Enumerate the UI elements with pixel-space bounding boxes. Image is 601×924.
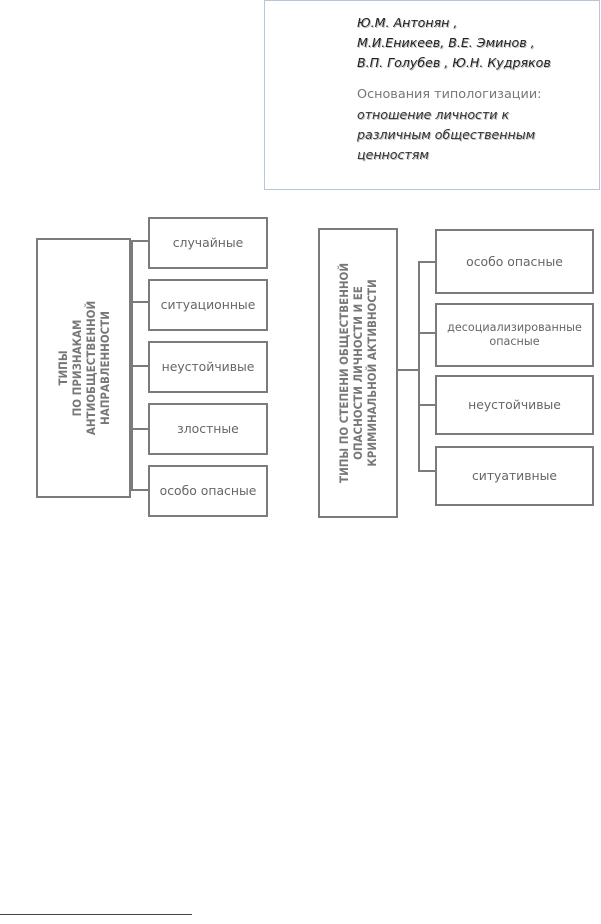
author-line-3: В.П. Голубев , Ю.Н. Кудряков <box>357 55 551 70</box>
left-connector-2 <box>131 301 148 303</box>
right-type-label: ситуативные <box>471 468 558 483</box>
left-type-label: случайные <box>172 235 244 250</box>
basis-label: Основания типологизации: <box>357 87 542 102</box>
left-category-title: ТИПЫ ПО ПРИЗНАКАМ АНТИОБЩЕСТВЕННОЙ НАПРА… <box>55 300 112 436</box>
right-connector-3 <box>418 404 435 406</box>
left-type-box: злостные <box>148 403 268 455</box>
right-type-label: особо опасные <box>466 253 563 269</box>
left-type-label: особо опасные <box>159 483 257 498</box>
left-type-label: неустойчивые <box>161 359 255 374</box>
left-type-box: случайные <box>148 217 268 269</box>
left-connector-1 <box>131 240 148 242</box>
right-type-label: неустойчивые <box>468 397 561 412</box>
right-connector-2 <box>418 332 435 334</box>
basis-line-1: отношение личности к <box>357 107 510 122</box>
right-connector-stub <box>398 369 418 371</box>
left-type-box: неустойчивые <box>148 341 268 393</box>
left-connector-3 <box>131 365 148 367</box>
left-type-label: ситуационные <box>160 297 256 312</box>
right-connector-trunk <box>418 261 420 472</box>
right-type-box: ситуативные <box>435 446 594 506</box>
right-type-box: неустойчивые <box>435 375 594 435</box>
basis-line-3: ценностям <box>357 147 429 162</box>
author-line-2: М.И.Еникеев, В.Е. Эминов , <box>357 35 535 50</box>
right-category-box: ТИПЫ ПО СТЕПЕНИ ОБЩЕСТВЕННОЙ ОПАСНОСТИ Л… <box>318 228 398 518</box>
left-type-box: особо опасные <box>148 465 268 517</box>
right-connector-4 <box>418 470 435 472</box>
right-category-title: ТИПЫ ПО СТЕПЕНИ ОБЩЕСТВЕННОЙ ОПАСНОСТИ Л… <box>337 263 379 483</box>
right-type-box: десоциализированные опасные <box>435 303 594 367</box>
authors-text: Ю.М. Антонян , М.И.Еникеев, В.Е. Эминов … <box>357 13 597 165</box>
author-line-1: Ю.М. Антонян , <box>357 15 458 30</box>
basis-line-2: различным общественным <box>357 127 536 142</box>
left-type-label: злостные <box>177 421 239 436</box>
footnote-rule <box>0 914 192 915</box>
authors-box: Ю.М. Антонян , М.И.Еникеев, В.Е. Эминов … <box>264 0 600 190</box>
right-type-box: особо опасные <box>435 229 594 294</box>
left-type-box: ситуационные <box>148 279 268 331</box>
left-connector-4 <box>131 428 148 430</box>
right-type-label: десоциализированные опасные <box>447 321 582 348</box>
left-connector-5 <box>131 489 148 491</box>
left-category-box: ТИПЫ ПО ПРИЗНАКАМ АНТИОБЩЕСТВЕННОЙ НАПРА… <box>36 238 131 498</box>
right-connector-1 <box>418 261 435 263</box>
